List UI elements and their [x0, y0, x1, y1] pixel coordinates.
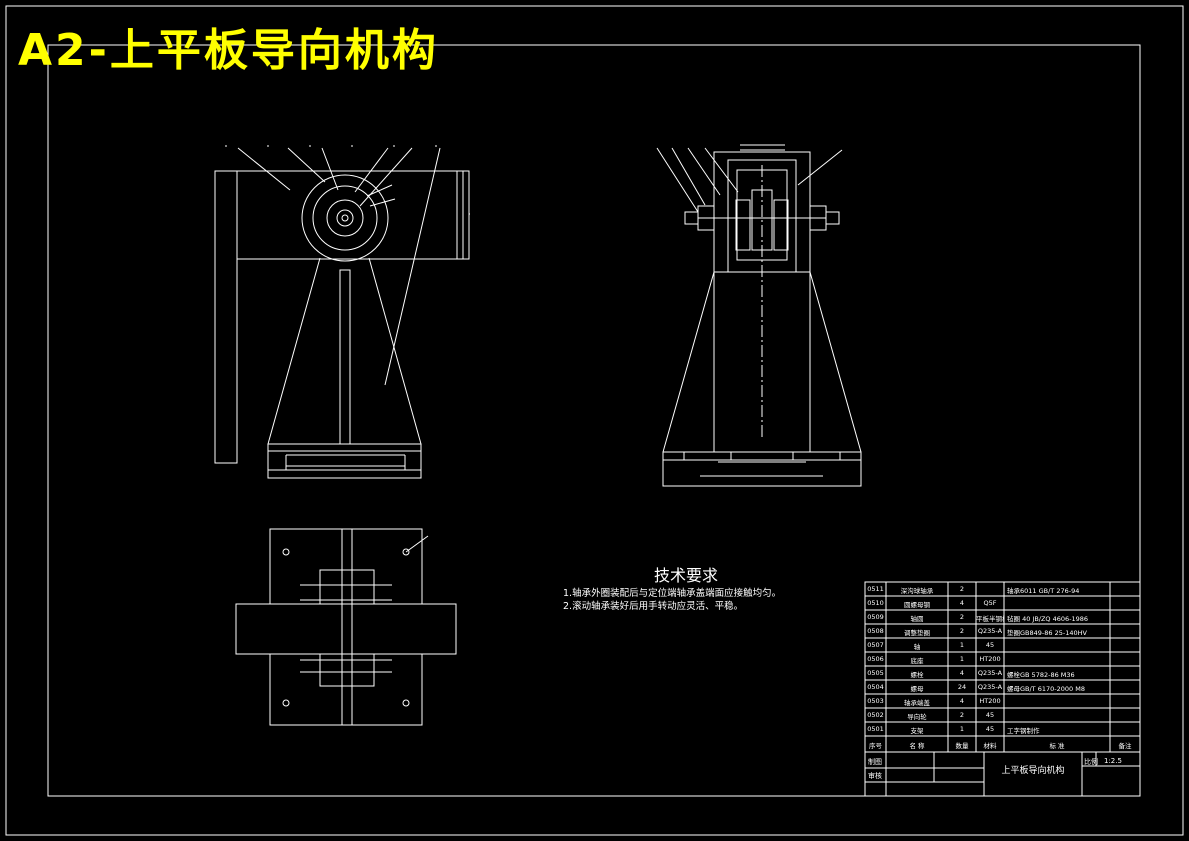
tech-requirements-title: 技术要求 — [654, 566, 719, 585]
parts-row-name: 调整垫圈 — [904, 629, 930, 637]
parts-row-note: 垫圈GB849-86 25-140HV — [1007, 629, 1087, 637]
parts-row-qty: 2 — [959, 613, 965, 621]
parts-row-name: 螺栓 — [910, 671, 924, 679]
parts-row-material: Q235-A — [977, 669, 1003, 677]
parts-row-no: 0508 — [867, 627, 884, 635]
scale-value: 1:2.5 — [1104, 757, 1122, 765]
parts-row-no: 0509 — [867, 613, 884, 621]
parts-row-name: 圆螺母钢 — [904, 601, 930, 609]
parts-row-material: 平板半钢板 — [976, 615, 1004, 623]
parts-row-qty: 1 — [959, 655, 965, 663]
parts-row-no: 0501 — [867, 725, 884, 733]
parts-row-qty: 1 — [959, 725, 965, 733]
parts-row-no: 0502 — [867, 711, 884, 719]
parts-row-material: 45 — [985, 711, 995, 719]
tech-requirement-line-2: 2.滚动轴承装好后用手转动应灵活、平稳。 — [563, 601, 744, 612]
parts-row-name: 轴圆 — [910, 615, 924, 623]
parts-row-qty: 2 — [959, 585, 965, 593]
parts-row-name: 轴 — [913, 643, 921, 651]
parts-row-name: 深沟球轴承 — [900, 587, 934, 595]
parts-row-no: 0503 — [867, 697, 884, 705]
parts-row-material: HT200 — [979, 697, 1001, 705]
parts-row-name: 轴承端盖 — [904, 699, 930, 707]
parts-row-name: 导向轮 — [907, 713, 927, 721]
parts-row-material: Q235-A — [977, 683, 1003, 691]
inner-frame — [47, 44, 1141, 797]
parts-row-note: 毡圈 40 JB/ZQ 4606-1986 — [1007, 615, 1089, 623]
header-qty: 数量 — [955, 742, 969, 750]
parts-row-note: 轴承6011 GB/T 276-94 — [1007, 587, 1080, 595]
parts-row-material: Q235-A — [977, 627, 1003, 635]
tech-requirement-line-1: 1.轴承外圈装配后与定位端轴承盖端面应接触均匀。 — [563, 588, 782, 599]
side-view — [656, 144, 862, 487]
parts-row-note: 螺栓GB 5782-86 M36 — [1007, 671, 1075, 679]
parts-row-no: 0507 — [867, 641, 884, 649]
parts-row-name: 底座 — [910, 657, 924, 665]
parts-row-qty: 24 — [957, 683, 967, 691]
header-name: 名 称 — [909, 742, 925, 750]
scale-label: 比例 — [1084, 758, 1098, 766]
sheet-title: A2-上平板导向机构 — [18, 25, 439, 76]
parts-row-note: 工字钢制作 — [1007, 727, 1040, 735]
parts-row-no: 0505 — [867, 669, 884, 677]
front-view — [214, 145, 470, 479]
parts-row-material: 45 — [985, 641, 995, 649]
parts-row-material: Q5F — [983, 599, 997, 607]
parts-row-no: 0511 — [867, 585, 884, 593]
parts-row-name: 螺母 — [910, 685, 924, 693]
parts-row-qty: 4 — [959, 599, 965, 607]
drawing-name: 上平板导向机构 — [1001, 766, 1065, 776]
header-standard: 标 准 — [1049, 742, 1065, 750]
parts-row-qty: 4 — [959, 669, 965, 677]
parts-row-name: 支架 — [910, 727, 924, 735]
parts-row-material: HT200 — [979, 655, 1001, 663]
parts-row-note: 螺母GB/T 6170-2000 M8 — [1007, 685, 1085, 693]
parts-row-no: 0506 — [867, 655, 884, 663]
header-note: 备注 — [1118, 742, 1132, 750]
design-label: 制图 — [868, 758, 882, 766]
header-no: 序号 — [869, 742, 882, 750]
parts-row-qty: 4 — [959, 697, 965, 705]
check-label: 审核 — [868, 772, 882, 780]
parts-row-qty: 1 — [959, 641, 965, 649]
parts-row-qty: 2 — [959, 711, 965, 719]
parts-row-no: 0510 — [867, 599, 884, 607]
outer-frame — [5, 5, 1184, 836]
header-material: 材料 — [983, 742, 997, 750]
parts-row-qty: 2 — [959, 627, 965, 635]
parts-row-no: 0504 — [867, 683, 884, 691]
title-block-grid — [864, 581, 1141, 797]
top-view — [235, 528, 457, 726]
parts-row-material: 45 — [985, 725, 995, 733]
